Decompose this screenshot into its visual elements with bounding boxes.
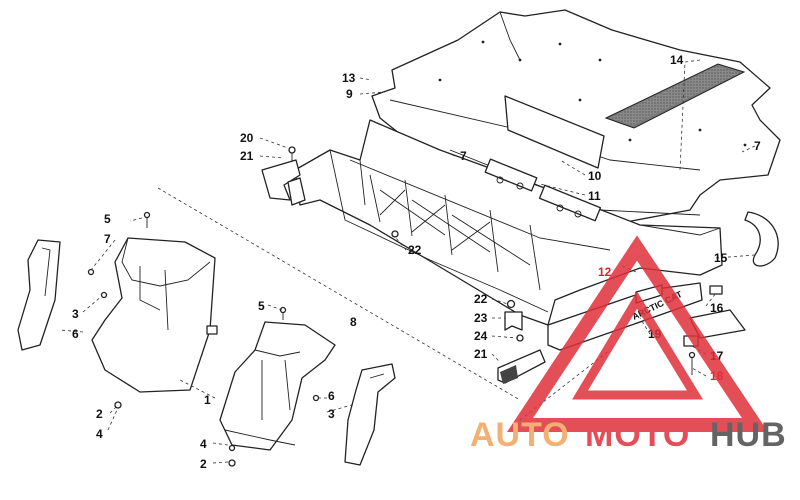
mud-flap-right <box>344 363 396 466</box>
taillight-lens <box>497 349 546 384</box>
fender-left <box>91 211 218 393</box>
fender-right <box>219 306 336 451</box>
callout-3b: 3 <box>328 407 335 421</box>
non-slip-decal-strip <box>604 63 746 129</box>
callout-12: 12 <box>598 265 612 279</box>
callout-5b: 5 <box>258 299 265 313</box>
mud-flap-left <box>17 239 61 351</box>
mount-hardware <box>391 230 524 342</box>
callouts: 1 2 2 3 3 4 4 5 5 6 6 7 7 7 8 9 10 11 12… <box>72 53 761 471</box>
watermark-auto: AUTO <box>470 416 570 454</box>
callout-6b: 6 <box>328 389 335 403</box>
callout-7a: 7 <box>104 232 111 246</box>
callout-6a: 6 <box>72 327 79 341</box>
callout-21b: 21 <box>474 347 488 361</box>
callout-14: 14 <box>670 53 684 67</box>
curved-guard <box>744 211 779 267</box>
callout-2b: 2 <box>200 457 207 471</box>
callout-13: 13 <box>342 71 356 85</box>
callout-22a: 22 <box>408 243 422 257</box>
callout-7c: 7 <box>754 139 761 153</box>
callout-3a: 3 <box>72 307 79 321</box>
callout-8: 8 <box>350 315 357 329</box>
callout-4b: 4 <box>200 437 207 451</box>
callout-16: 16 <box>710 301 724 315</box>
bracket-left <box>261 146 306 206</box>
callout-23: 23 <box>474 311 488 325</box>
fasteners <box>87 268 320 467</box>
watermark-triangle-logo <box>506 235 769 432</box>
callout-21a: 21 <box>240 149 254 163</box>
callout-2a: 2 <box>96 407 103 421</box>
callout-5a: 5 <box>104 212 111 226</box>
callout-11: 11 <box>588 189 601 203</box>
callout-4a: 4 <box>96 427 103 441</box>
watermark: AUTO MOTO HUB <box>470 235 787 454</box>
callout-22b: 22 <box>474 292 488 306</box>
callout-20: 20 <box>240 131 254 145</box>
callout-1: 1 <box>204 393 211 407</box>
watermark-moto: MOTO <box>585 416 690 454</box>
callout-7b: 7 <box>460 149 467 163</box>
callout-10: 10 <box>588 169 602 183</box>
watermark-hub: HUB <box>710 416 787 454</box>
side-panel <box>504 95 605 169</box>
callout-24: 24 <box>474 329 488 343</box>
callout-9: 9 <box>346 87 353 101</box>
callout-15: 15 <box>714 251 728 265</box>
